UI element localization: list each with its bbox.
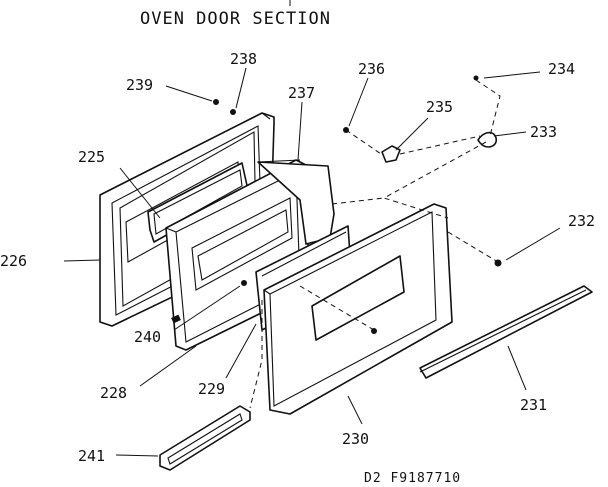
screw-234	[473, 75, 479, 81]
callout-229: 229	[198, 380, 225, 398]
callout-labels: 239 238 236 235 234 233 232 237 225 226 …	[0, 50, 595, 465]
callout-234: 234	[548, 60, 575, 78]
callout-238: 238	[230, 50, 257, 68]
callout-232: 232	[568, 212, 595, 230]
drawing-code: D2 F9187710	[364, 471, 461, 486]
callout-237: 237	[288, 84, 315, 102]
callout-231: 231	[520, 396, 547, 414]
assembly-dashed-lines	[249, 79, 501, 409]
callout-226: 226	[0, 252, 27, 270]
callout-225: 225	[78, 148, 105, 166]
part-241-door-gasket	[159, 405, 251, 471]
diagram-title: OVEN DOOR SECTION	[140, 9, 331, 29]
callout-241: 241	[78, 447, 105, 465]
screw-239	[213, 99, 219, 105]
part-233-hinge	[477, 131, 497, 148]
screw-238	[230, 109, 236, 115]
screw-240	[241, 280, 247, 286]
callout-236: 236	[358, 60, 385, 78]
part-231-handle-trim	[419, 285, 593, 379]
callout-239: 239	[126, 76, 153, 94]
callout-235: 235	[426, 98, 453, 116]
part-230-outer-door	[263, 203, 453, 415]
callout-230: 230	[342, 430, 369, 448]
callout-240: 240	[134, 328, 161, 346]
part-235-hinge-bracket	[381, 145, 401, 163]
callout-228: 228	[100, 384, 127, 402]
callout-233: 233	[530, 123, 557, 141]
leader-lines	[63, 67, 561, 457]
